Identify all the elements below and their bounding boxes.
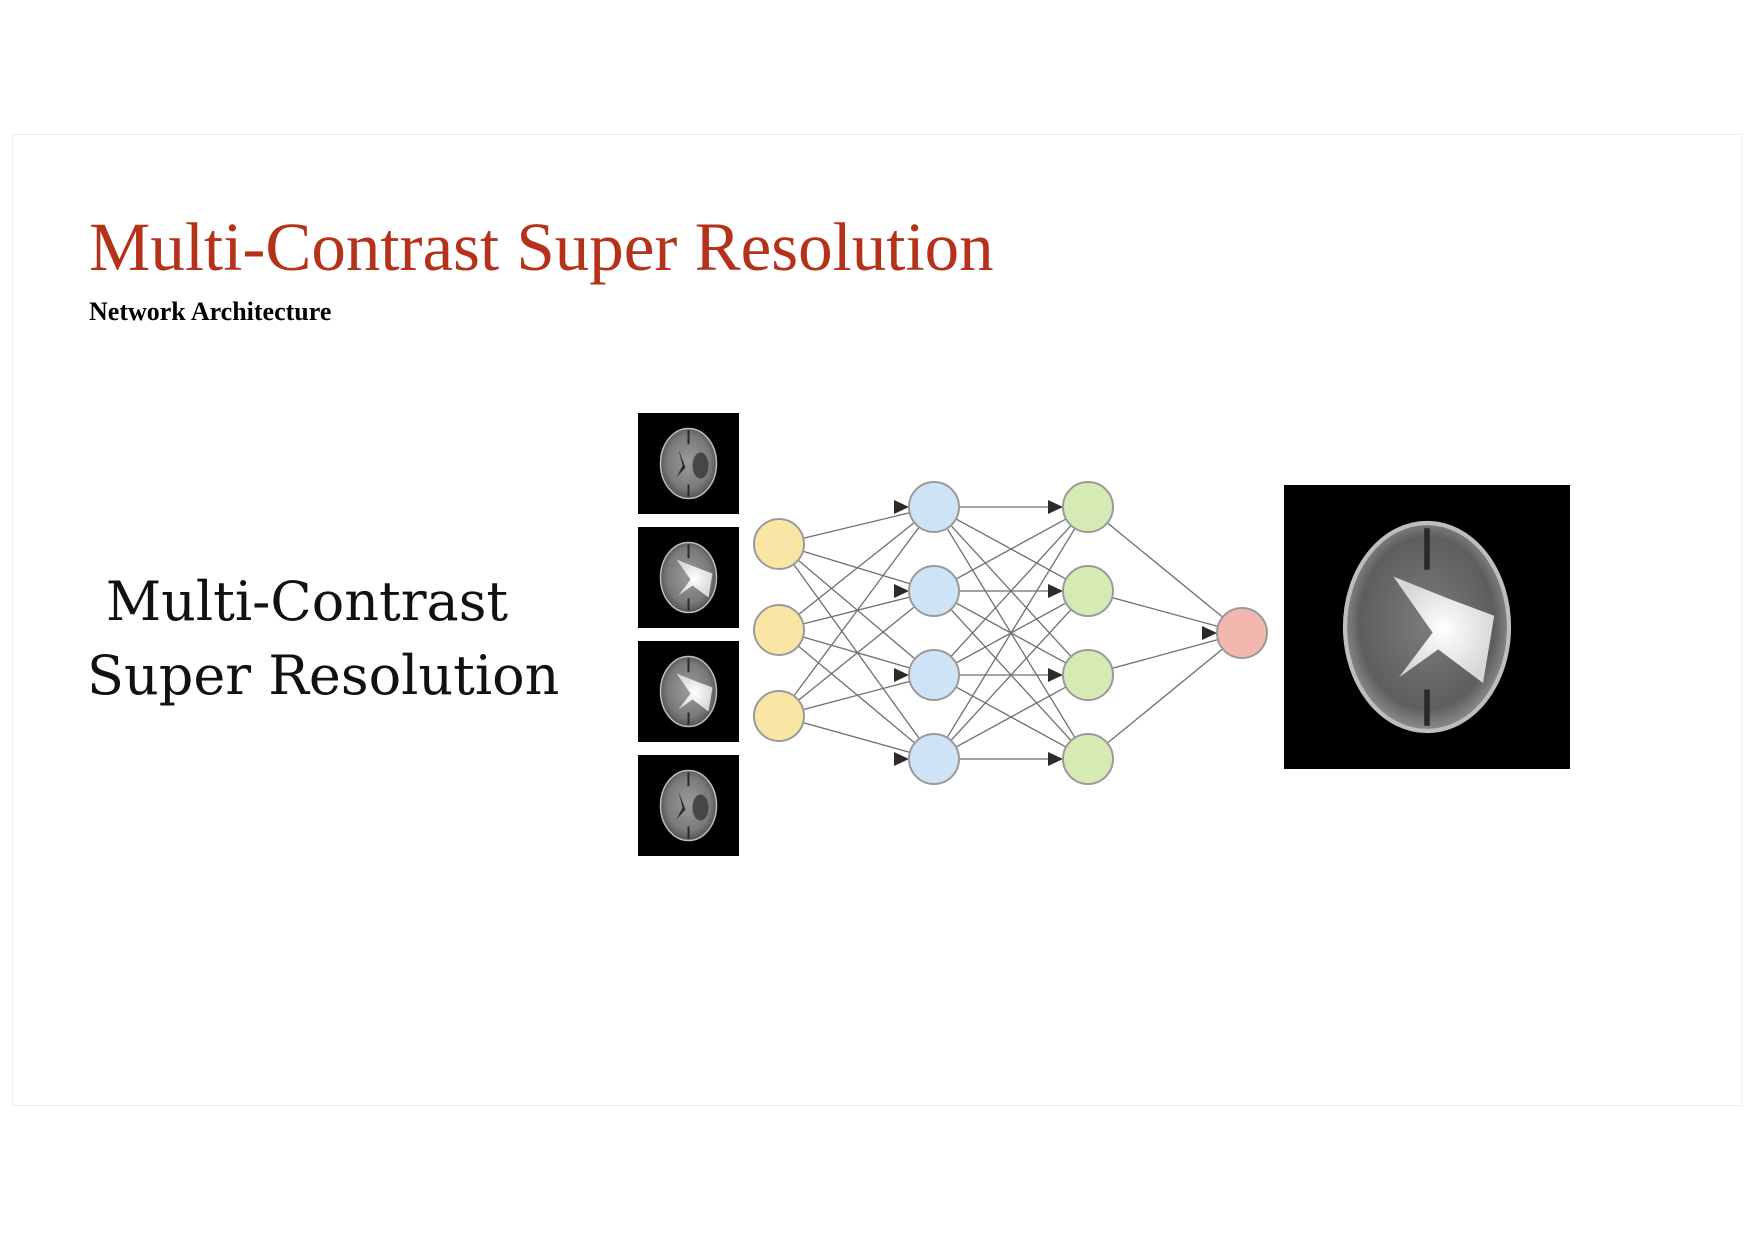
lesion bbox=[692, 452, 709, 479]
network-edge bbox=[955, 686, 1067, 748]
arrowhead bbox=[894, 752, 909, 766]
network-edge bbox=[1111, 596, 1219, 628]
network-node-output bbox=[1216, 607, 1268, 659]
network-nodes bbox=[753, 481, 1268, 785]
network-edge bbox=[946, 527, 1076, 739]
network-edge bbox=[803, 512, 910, 539]
mri-scans bbox=[638, 413, 1570, 856]
lesion bbox=[676, 559, 713, 598]
network-node-hidden-2 bbox=[1062, 565, 1114, 617]
arrowhead bbox=[894, 500, 909, 514]
network-edge bbox=[802, 550, 911, 585]
network-edges bbox=[793, 506, 1224, 760]
brain-tissue bbox=[659, 541, 718, 614]
network-edge bbox=[1111, 638, 1219, 670]
lesion bbox=[1393, 576, 1495, 683]
network-node-input bbox=[753, 518, 805, 570]
arrowhead bbox=[1048, 584, 1063, 598]
network-node-input bbox=[753, 604, 805, 656]
arrowhead bbox=[894, 668, 909, 682]
arrowhead bbox=[1202, 626, 1217, 640]
input-scan-3 bbox=[638, 641, 739, 742]
network-edge bbox=[950, 524, 1072, 658]
network-edge bbox=[1106, 522, 1224, 618]
network-node-hidden-1 bbox=[908, 565, 960, 617]
ventricle bbox=[676, 791, 686, 820]
network-node-hidden-2 bbox=[1062, 649, 1114, 701]
network-edge bbox=[1106, 648, 1224, 744]
network-edge bbox=[803, 680, 910, 711]
network-node-input bbox=[753, 690, 805, 742]
network-node-hidden-2 bbox=[1062, 481, 1114, 533]
figure-label-line-2: Super Resolution bbox=[87, 644, 560, 707]
figure-label-line-1: Multi-Contrast bbox=[105, 570, 509, 633]
network-edge bbox=[802, 636, 911, 669]
network-node-hidden-2 bbox=[1062, 733, 1114, 785]
network-edge bbox=[798, 522, 915, 615]
network-node-hidden-1 bbox=[908, 649, 960, 701]
brain-tissue bbox=[1342, 520, 1512, 734]
slide-subtitle: Network Architecture bbox=[89, 297, 332, 326]
slide: Multi-Contrast Super Resolution Network … bbox=[12, 134, 1742, 1106]
brain-tissue bbox=[659, 655, 718, 728]
figure-label: Multi-Contrast Super Resolution bbox=[87, 565, 560, 713]
network-node-hidden-1 bbox=[908, 481, 960, 533]
brain-tissue bbox=[659, 427, 718, 500]
input-scan-4 bbox=[638, 755, 739, 856]
slide-title: Multi-Contrast Super Resolution bbox=[89, 209, 994, 285]
network-node-hidden-1 bbox=[908, 733, 960, 785]
network-edge bbox=[793, 563, 920, 740]
network-edge bbox=[950, 608, 1072, 742]
network-edge bbox=[955, 518, 1067, 580]
network-edge bbox=[797, 559, 916, 660]
network-diagram bbox=[638, 413, 1570, 856]
arrowhead bbox=[1048, 500, 1063, 514]
output-scan bbox=[1284, 485, 1570, 769]
ventricle bbox=[676, 449, 686, 478]
network-edge bbox=[798, 606, 915, 701]
network-edge bbox=[802, 722, 911, 753]
arrowhead bbox=[1048, 668, 1063, 682]
input-scan-2 bbox=[638, 527, 739, 628]
brain-tissue bbox=[659, 769, 718, 842]
network-arrowheads bbox=[894, 500, 1217, 766]
network-edge bbox=[797, 645, 916, 744]
network-edge bbox=[793, 526, 920, 697]
arrowhead bbox=[894, 584, 909, 598]
lesion bbox=[692, 794, 709, 821]
arrowhead bbox=[1048, 752, 1063, 766]
lesion bbox=[676, 673, 713, 712]
input-scan-1 bbox=[638, 413, 739, 514]
